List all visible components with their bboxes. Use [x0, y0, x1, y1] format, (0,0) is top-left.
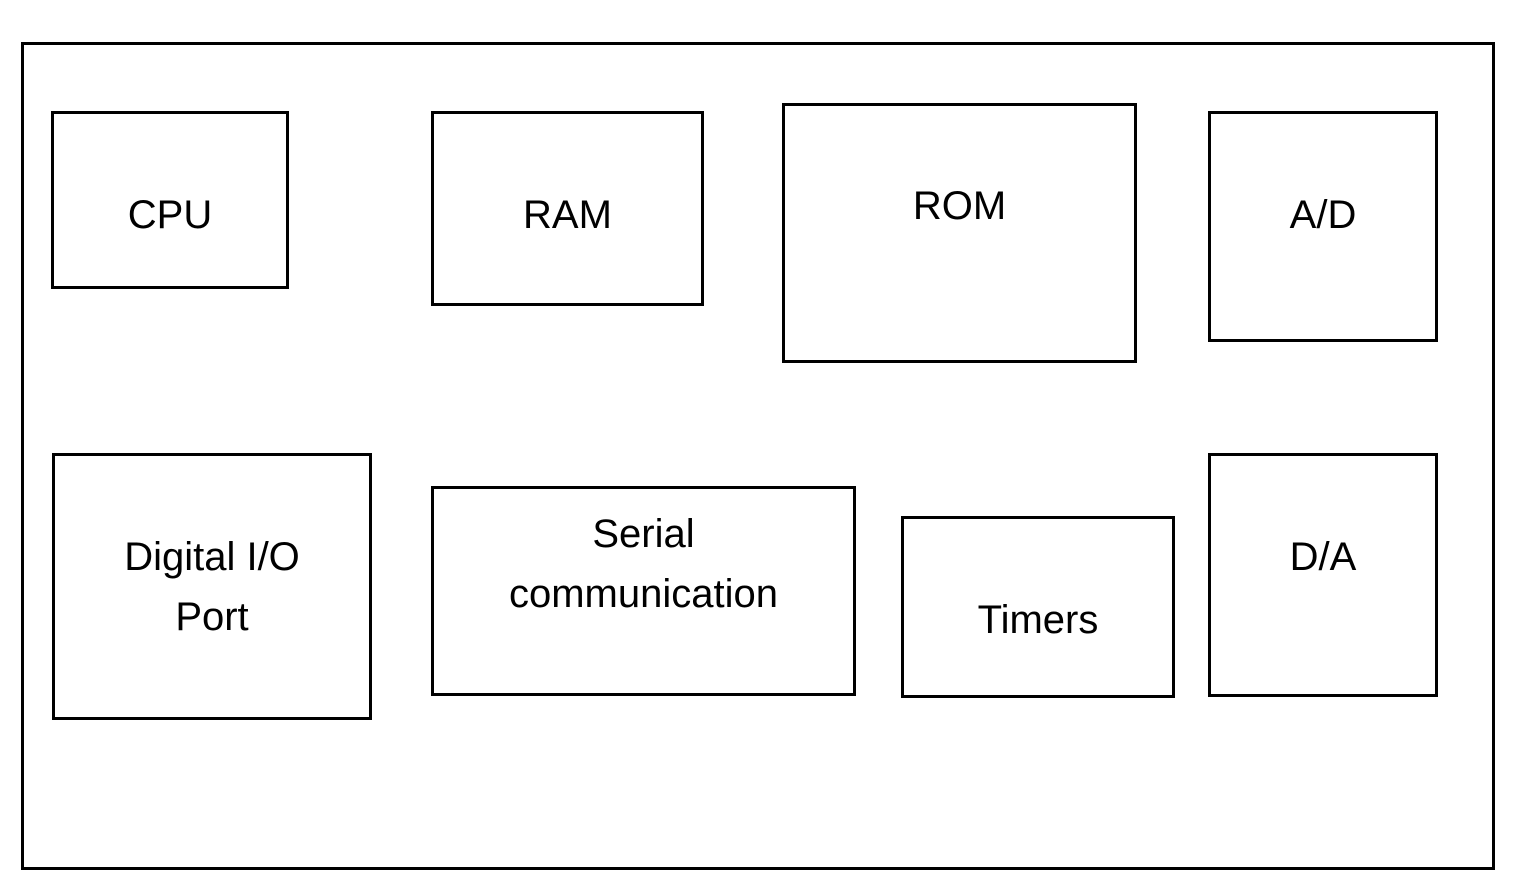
block-serial-communication-label-line2: communication — [508, 572, 778, 616]
block-digital-io-port-label-line2: Port — [175, 594, 249, 639]
block-rom-label: ROM — [912, 184, 1007, 228]
block-ram: RAM — [431, 111, 704, 306]
block-cpu: CPU — [51, 111, 289, 289]
block-cpu-label: CPU — [127, 193, 213, 237]
block-digital-io-port: Digital I/O Port — [52, 453, 372, 720]
block-analog-to-digital-label: A/D — [1289, 193, 1357, 237]
block-digital-io-port-label-line1: Digital I/O — [124, 534, 300, 579]
block-digital-to-analog: D/A — [1208, 453, 1438, 697]
block-analog-to-digital: A/D — [1208, 111, 1438, 342]
block-digital-to-analog-label: D/A — [1289, 535, 1357, 579]
block-timers-label: Timers — [977, 598, 1099, 642]
block-ram-label: RAM — [523, 193, 612, 237]
block-serial-communication-label-line1: Serial — [592, 512, 695, 556]
block-timers: Timers — [901, 516, 1175, 698]
block-rom: ROM — [782, 103, 1137, 363]
block-serial-communication: Serial communication — [431, 486, 856, 696]
